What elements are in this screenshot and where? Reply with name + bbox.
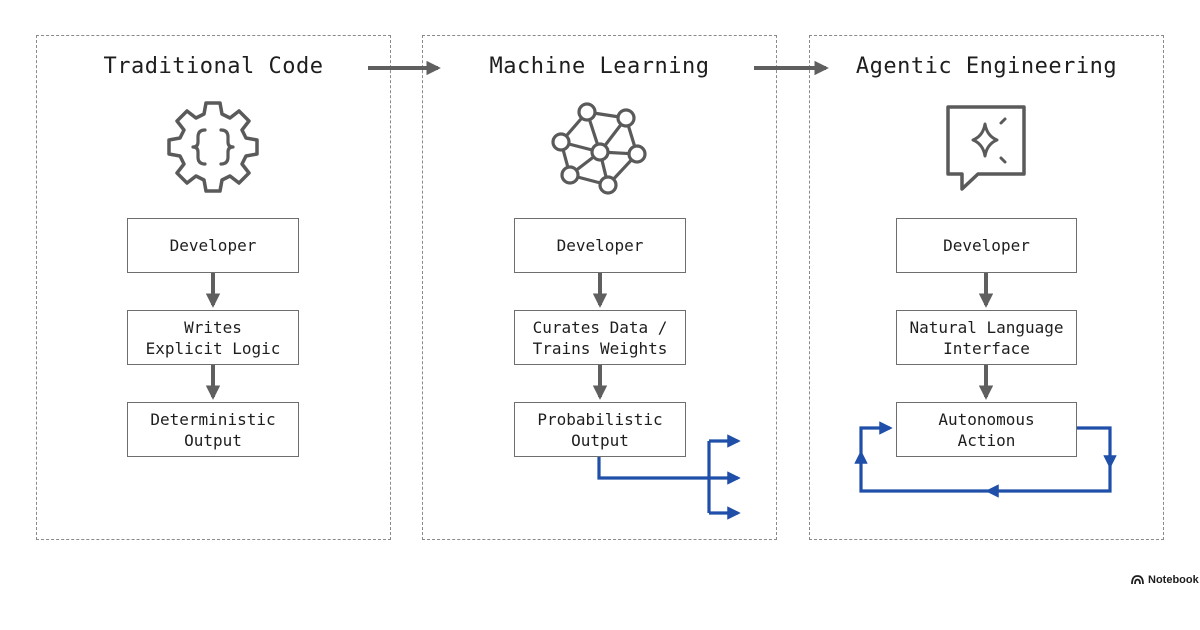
panel-agentic-engineering [809,35,1164,540]
panel-title: Machine Learning [489,54,710,79]
developer-box: Developer [127,218,299,273]
watermark: Notebook [1131,572,1199,588]
developer-box: Developer [896,218,1077,273]
process-box: Writes Explicit Logic [127,310,299,365]
panel-title: Traditional Code [103,54,324,79]
output-box: Deterministic Output [127,402,299,457]
panel-traditional-code [36,35,391,540]
notebooklm-logo-icon [1131,575,1144,585]
process-box: Natural Language Interface [896,310,1077,365]
process-box: Curates Data / Trains Weights [514,310,686,365]
developer-box: Developer [514,218,686,273]
watermark-text: Notebook [1148,574,1199,586]
output-box: Autonomous Action [896,402,1077,457]
panel-title: Agentic Engineering [855,54,1118,79]
output-box: Probabilistic Output [514,402,686,457]
panel-machine-learning [422,35,777,540]
